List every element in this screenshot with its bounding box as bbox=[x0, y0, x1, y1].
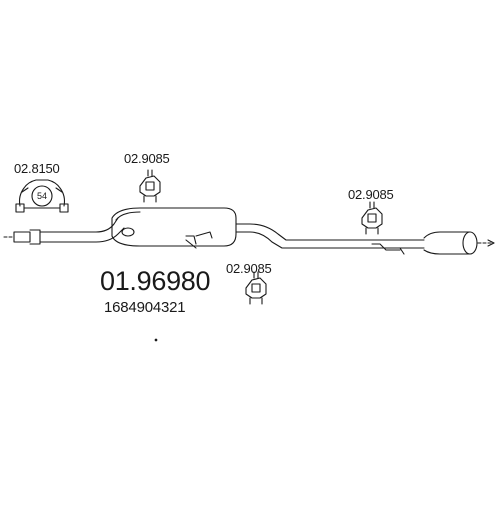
rubber-hanger-icon bbox=[245, 271, 267, 305]
main-part-number: 01.96980 bbox=[100, 266, 211, 296]
part-code-hanger-right: 02.9085 bbox=[348, 187, 394, 202]
oem-part-number: 1684904321 bbox=[104, 299, 186, 316]
part-code-hanger-middle: 02.9085 bbox=[226, 261, 272, 276]
part-code-clamp: 02.8150 bbox=[14, 161, 60, 176]
clamp-icon bbox=[15, 179, 69, 213]
exhaust-silencer-assembly bbox=[3, 207, 495, 255]
clamp-size-label: 54 bbox=[37, 191, 48, 201]
part-code-hanger-top: 02.9085 bbox=[124, 151, 170, 166]
stray-dot bbox=[154, 338, 158, 342]
rubber-hanger-icon bbox=[361, 201, 383, 235]
rubber-hanger-icon bbox=[139, 169, 161, 203]
